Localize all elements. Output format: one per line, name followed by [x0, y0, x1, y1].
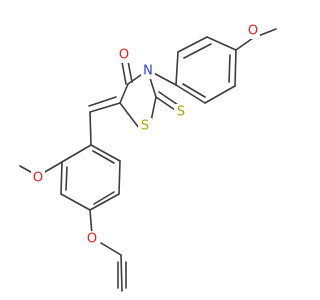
- sulfur-label: S: [177, 105, 185, 120]
- bond: [182, 83, 206, 98]
- bond: [100, 242, 122, 256]
- nitrogen-label: N: [143, 64, 153, 79]
- atom-o-carbonyl: O: [117, 47, 131, 63]
- bond: [118, 160, 121, 195]
- bond: [93, 191, 115, 205]
- bond: [61, 144, 92, 163]
- bond: [119, 102, 140, 129]
- atom-o-methoxy-left: O: [31, 170, 45, 186]
- bond: [89, 102, 121, 113]
- bond: [65, 166, 68, 191]
- bond: [90, 144, 121, 162]
- oxygen-label: O: [248, 24, 258, 39]
- bond: [150, 96, 157, 122]
- bond: [235, 37, 254, 51]
- oxygen-label: O: [33, 171, 43, 186]
- atom-s-ring: S: [138, 118, 152, 134]
- bond: [120, 254, 123, 292]
- bond: [121, 61, 127, 85]
- oxygen-label: O: [87, 232, 97, 247]
- bond: [175, 84, 206, 104]
- molecule-structure: O N O S S O O: [19, 23, 277, 292]
- bond: [89, 111, 92, 146]
- bond: [183, 43, 212, 59]
- atom-s-thione: S: [174, 104, 188, 120]
- bond: [88, 96, 117, 107]
- bond: [228, 54, 231, 83]
- bond: [206, 36, 237, 51]
- atom-o-propargyl: O: [85, 231, 99, 247]
- bond: [204, 85, 236, 104]
- atom-label-layer: O N O S S O O: [31, 23, 260, 247]
- atom-o-methoxy-top: O: [246, 23, 260, 39]
- bond: [175, 51, 179, 86]
- oxygen-label: O: [119, 48, 129, 63]
- bond: [155, 96, 176, 111]
- bond: [119, 83, 129, 104]
- bond: [60, 193, 91, 211]
- bond: [234, 49, 237, 87]
- bond: [89, 193, 120, 211]
- bond: [149, 77, 157, 98]
- atom-n-ring: N: [141, 63, 155, 79]
- bond: [127, 60, 133, 83]
- bond: [92, 150, 115, 164]
- bond: [60, 161, 63, 195]
- bond: [177, 36, 208, 53]
- bond: [89, 209, 93, 236]
- sulfur-label: S: [141, 119, 149, 134]
- bond: [158, 91, 179, 106]
